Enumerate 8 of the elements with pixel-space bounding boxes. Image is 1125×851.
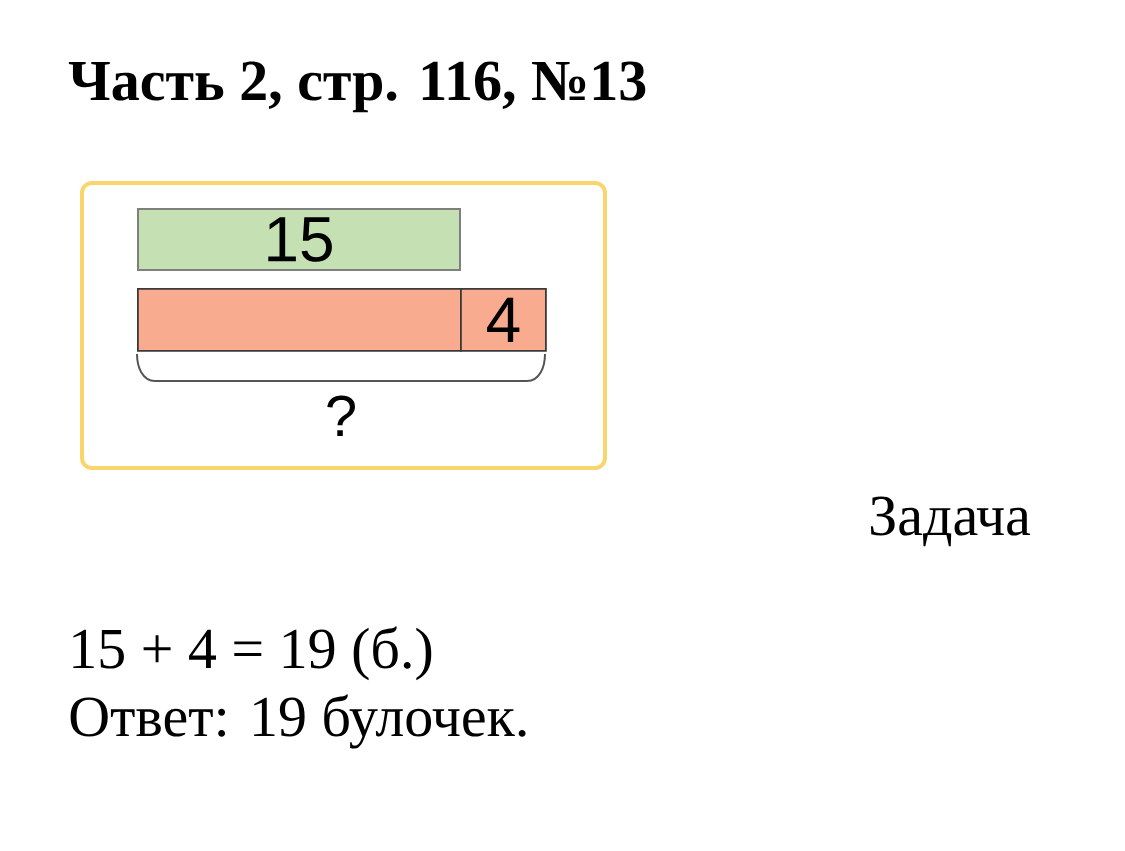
- brace-label: ?: [327, 395, 355, 436]
- heading: Задача: [870, 496, 1031, 547]
- answer-text: Ответ: 19 булочек.: [70, 694, 526, 749]
- equation: 15 + 4 = 19 (б.): [73, 626, 432, 681]
- bar: 15: [137, 208, 461, 271]
- title: Часть 2, стр. 116, №13: [68, 61, 646, 113]
- bar-segment: 4: [460, 288, 547, 352]
- frame-box: [80, 181, 607, 470]
